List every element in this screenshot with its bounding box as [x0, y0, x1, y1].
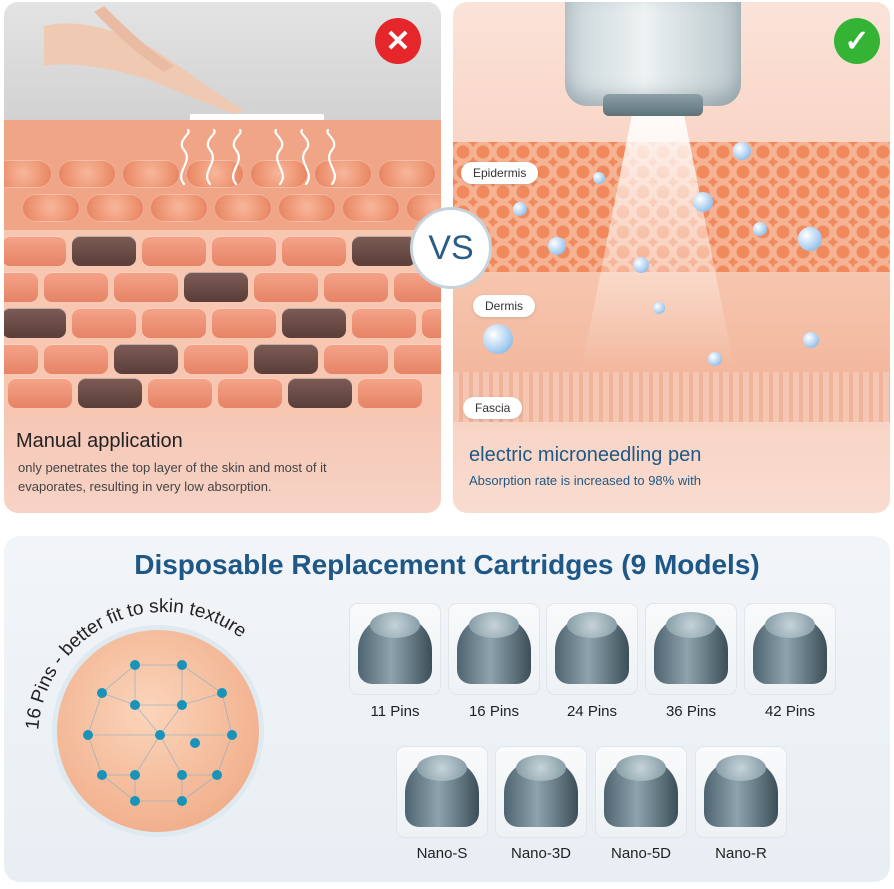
cartridge-label: 42 Pins — [764, 703, 816, 720]
cartridge-11-pins — [350, 604, 440, 694]
svg-text:16 Pins - better fit to skin t: 16 Pins - better fit to skin texture — [22, 596, 250, 731]
finger-illustration — [44, 6, 244, 114]
cartridge-label: Nano-3D — [510, 845, 572, 862]
cartridge-nano-r — [696, 747, 786, 837]
serum-droplet — [548, 237, 566, 255]
epidermis-cells-row — [22, 194, 441, 222]
cartridge-36-pins — [646, 604, 736, 694]
serum-droplet — [653, 302, 665, 314]
vs-badge: VS — [410, 207, 492, 289]
serum-droplet — [708, 352, 722, 366]
dermis-cells-row — [4, 236, 441, 266]
serum-strip — [190, 114, 324, 124]
pen-tip — [603, 94, 703, 116]
serum-droplet — [693, 192, 713, 212]
manual-application-text-line1: only penetrates the top layer of the ski… — [18, 460, 327, 475]
cartridge-nano-3d — [496, 747, 586, 837]
cartridge-label: Nano-5D — [610, 845, 672, 862]
serum-droplet — [513, 202, 527, 216]
cartridge-24-pins — [547, 604, 637, 694]
serum-droplet — [483, 324, 513, 354]
dermis-cells-row — [8, 378, 422, 408]
cartridge-nano-5d — [596, 747, 686, 837]
serum-droplet — [633, 257, 649, 273]
cartridge-label: Nano-S — [416, 845, 468, 862]
dermis-cells-row — [4, 272, 441, 302]
pin-pattern-diagram — [83, 660, 237, 806]
cartridge-label: 36 Pins — [665, 703, 717, 720]
serum-droplet — [593, 172, 605, 184]
cartridge-label: 11 Pins — [370, 703, 420, 720]
microneedling-pen-title: electric microneedling pen — [469, 444, 702, 466]
dermis-cells-row — [4, 308, 441, 338]
pin-arc-text: 16 Pins - better fit to skin texture — [22, 596, 250, 731]
manual-application-text-line2: evaporates, resulting in very low absorp… — [18, 479, 272, 494]
serum-droplet — [798, 227, 822, 251]
pin-arc-caption: 16 Pins - better fit to skin texture — [22, 596, 250, 731]
microneedling-pen-text: Absorption rate is increased to 98% with — [469, 473, 701, 488]
epidermis-label: Epidermis — [461, 162, 539, 184]
check-icon: ✓ — [834, 18, 880, 64]
cartridge-16-pins — [449, 604, 539, 694]
cartridges-title: Disposable Replacement Cartridges (9 Mod… — [134, 549, 760, 580]
cartridge-42-pins — [745, 604, 835, 694]
close-icon: ✕ — [375, 18, 421, 64]
fascia-label: Fascia — [463, 397, 523, 419]
epidermis-cells-row — [4, 160, 441, 188]
cartridge-label: 24 Pins — [566, 703, 618, 720]
serum-droplet — [733, 142, 751, 160]
cartridge-label: 16 Pins — [468, 703, 520, 720]
evaporation-arrows-icon — [180, 128, 336, 186]
cartridge-label: Nano-R — [715, 845, 767, 862]
microneedling-pen-illustration — [565, 2, 741, 106]
skin-texture-circle — [52, 625, 264, 837]
dermis-cells-row — [4, 344, 441, 374]
microneedling-pen-panel: Epidermis Dermis Fascia electric microne… — [453, 2, 890, 513]
cartridge-nano-s — [397, 747, 487, 837]
dermis-label: Dermis — [473, 295, 535, 317]
manual-application-title: Manual application — [16, 430, 183, 452]
manual-application-panel: Manual application only penetrates the t… — [4, 2, 441, 513]
serum-droplet — [753, 222, 767, 236]
serum-droplet — [803, 332, 819, 348]
